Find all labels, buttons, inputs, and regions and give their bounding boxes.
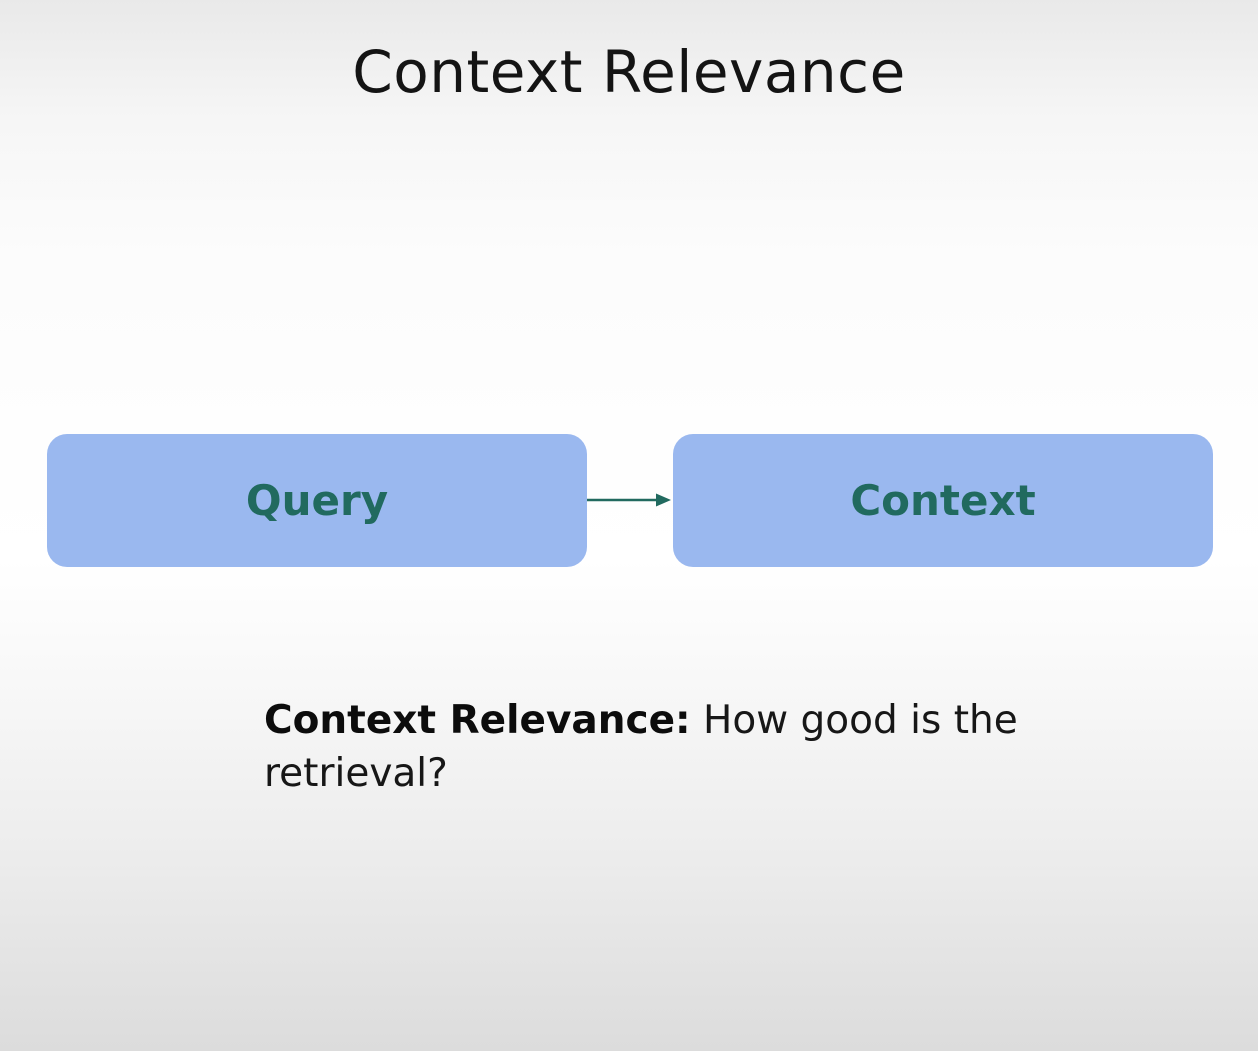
caption-term: Context Relevance: — [264, 698, 691, 743]
context-node: Context — [673, 434, 1213, 567]
context-node-label: Context — [850, 476, 1036, 525]
query-node-label: Query — [245, 476, 389, 525]
slide-title: Context Relevance — [352, 38, 906, 106]
caption: Context Relevance: How good is the retri… — [264, 694, 1024, 800]
query-node: Query — [47, 434, 587, 567]
query-to-context-arrow — [587, 493, 671, 507]
caption-description: How good is the retrieval? — [264, 698, 1018, 796]
arrowhead-icon — [656, 493, 671, 507]
